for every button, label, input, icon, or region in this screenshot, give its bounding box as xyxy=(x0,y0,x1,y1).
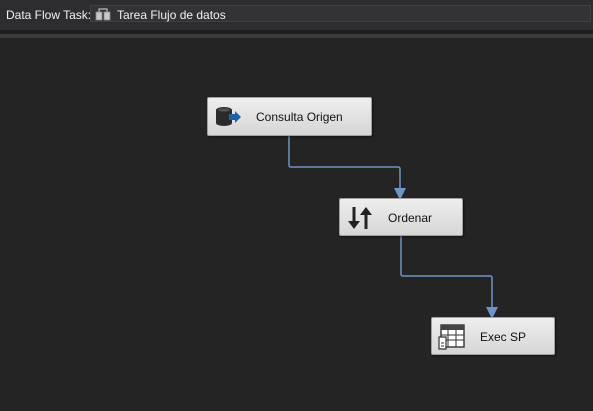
package-icon xyxy=(95,7,111,21)
path-ordenar-to-execsp[interactable] xyxy=(400,236,498,319)
data-flow-toolbar: Data Flow Task: Tarea Flujo de datos xyxy=(0,0,593,30)
component-label: Ordenar xyxy=(388,211,433,225)
component-exec-sp[interactable]: Exec SP xyxy=(431,317,555,355)
path-consulta-to-ordenar[interactable] xyxy=(288,136,406,200)
data-flow-task-dropdown[interactable]: Tarea Flujo de datos xyxy=(90,5,591,22)
toolbar-divider xyxy=(0,34,593,38)
component-label: Exec SP xyxy=(480,330,527,344)
sort-icon xyxy=(346,205,374,231)
component-label: Consulta Origen xyxy=(256,110,343,124)
grid-command-icon xyxy=(438,324,466,350)
data-flow-task-label: Data Flow Task: xyxy=(6,8,92,22)
database-source-icon xyxy=(214,104,242,130)
selected-task-name: Tarea Flujo de datos xyxy=(117,8,226,22)
component-consulta-origen[interactable]: Consulta Origen xyxy=(207,97,372,136)
component-ordenar[interactable]: Ordenar xyxy=(339,198,463,236)
